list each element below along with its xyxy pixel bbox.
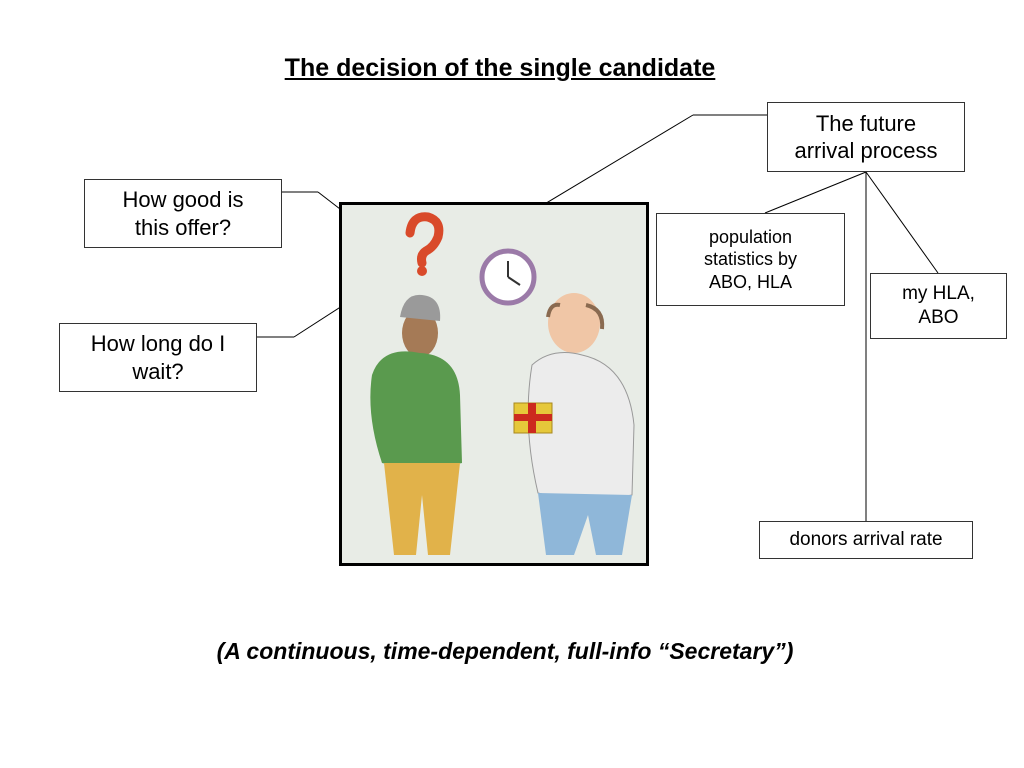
connector-future-to-hla [865,171,939,274]
cartoon-drawing [370,212,635,555]
future-arrival-box: The future arrival process [767,102,965,172]
how-long-label: How long do I wait? [90,331,226,384]
connector-future-to-pop [764,171,867,214]
how-good-label: How good is this offer? [122,187,244,240]
page-title: The decision of the single candidate [284,54,716,82]
population-stats-box: population statistics by ABO, HLA [656,213,845,306]
my-hla-box: my HLA, ABO [870,273,1007,339]
cartoon-illustration [339,202,649,566]
gift-icon [513,402,553,434]
donors-rate-label: donors arrival rate [789,529,943,551]
offering-man-figure [527,293,635,555]
donors-rate-box: donors arrival rate [759,521,973,559]
waiting-man-figure [370,294,462,555]
how-good-box: How good is this offer? [84,179,282,248]
how-long-box: How long do I wait? [59,323,257,392]
caption: (A continuous, time-dependent, full-info… [216,638,794,664]
clock-icon [479,248,537,306]
my-hla-label: my HLA, ABO [902,283,975,328]
future-arrival-label: The future arrival process [794,110,938,164]
population-stats-label: population statistics by ABO, HLA [703,226,798,292]
question-mark-icon [405,212,444,276]
